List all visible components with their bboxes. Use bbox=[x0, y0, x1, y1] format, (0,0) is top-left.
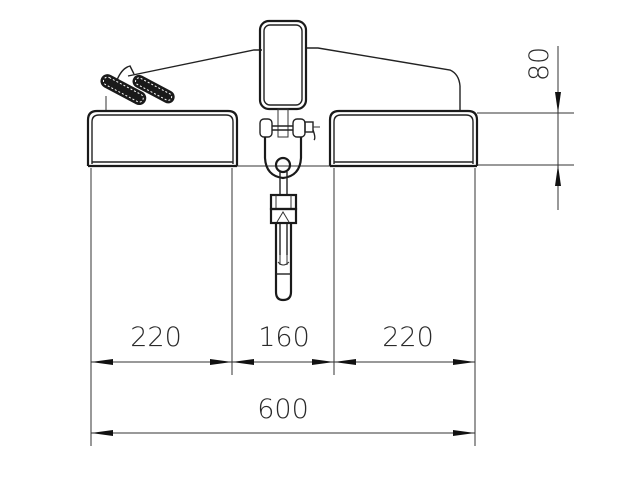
dimension-right-arm: 220 bbox=[334, 322, 475, 365]
lifting-eye bbox=[258, 19, 308, 111]
shackle bbox=[259, 108, 320, 180]
dimension-arm-height: 80 bbox=[524, 46, 561, 210]
dim-label-overall: 600 bbox=[257, 394, 309, 425]
hook bbox=[269, 172, 298, 302]
extension-lines bbox=[90, 112, 574, 446]
left-fork-arm bbox=[86, 109, 239, 168]
beam-profile bbox=[127, 47, 461, 112]
dim-label-height: 80 bbox=[524, 47, 555, 81]
chain-assembly bbox=[100, 65, 175, 112]
dimension-left-arm: 220 bbox=[91, 322, 232, 365]
dimension-overall: 600 bbox=[91, 394, 475, 436]
dim-label-right: 220 bbox=[382, 322, 434, 353]
dim-label-left: 220 bbox=[130, 322, 182, 353]
right-fork-arm bbox=[328, 109, 479, 168]
dimension-center-gap: 160 bbox=[232, 322, 334, 365]
dim-label-center: 160 bbox=[258, 322, 310, 353]
